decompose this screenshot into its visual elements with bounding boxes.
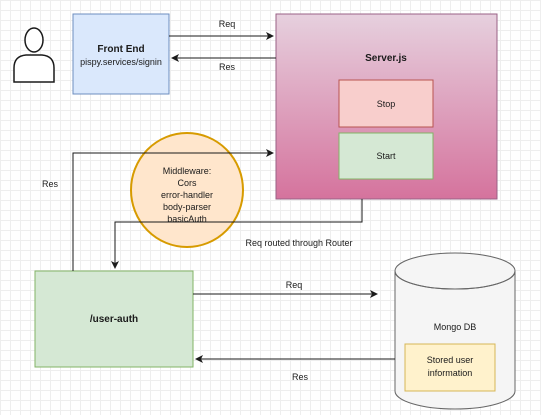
middleware-node: Middleware: Cors error-handler body-pars… <box>130 132 244 248</box>
user-actor-icon <box>13 27 55 83</box>
mongodb-title: Mongo DB <box>434 322 477 332</box>
frontend-subtitle: pispy.services/signin <box>80 57 162 67</box>
userauth-title: /user-auth <box>90 314 138 325</box>
middleware-line-1: Cors <box>177 178 197 188</box>
edge-label-server-to-fe: Res <box>219 62 236 72</box>
start-label: Start <box>376 151 396 161</box>
edge-router <box>111 199 363 269</box>
edge-label-router: Req routed through Router <box>245 238 352 248</box>
middleware-line-3: body-parser <box>163 202 211 212</box>
stop-label: Stop <box>377 99 396 109</box>
edge-label-userauth-res: Res <box>42 179 59 189</box>
stored-info-box <box>404 343 496 392</box>
mongodb-node: Mongo DB Stored user information <box>394 252 516 410</box>
edge-label-db-to-userauth: Res <box>292 372 309 382</box>
server-title: Server.js <box>365 53 407 64</box>
frontend-title: Front End <box>97 44 144 55</box>
server-node: Server.js Stop Start <box>275 13 498 200</box>
middleware-line-2: error-handler <box>161 190 213 200</box>
stop-box <box>338 79 434 128</box>
userauth-node: /user-auth <box>34 270 194 368</box>
frontend-node: Front End pispy.services/signin <box>72 13 170 95</box>
start-box <box>338 132 434 180</box>
stored-info-line-2: information <box>428 368 473 378</box>
middleware-line-0: Middleware: <box>163 166 212 176</box>
edge-userauth-to-server <box>72 149 274 271</box>
edge-label-fe-to-server: Req <box>219 19 236 29</box>
edge-label-userauth-to-db: Req <box>286 280 303 290</box>
middleware-line-4: basicAuth <box>167 214 207 224</box>
stored-info-line-1: Stored user <box>427 355 474 365</box>
